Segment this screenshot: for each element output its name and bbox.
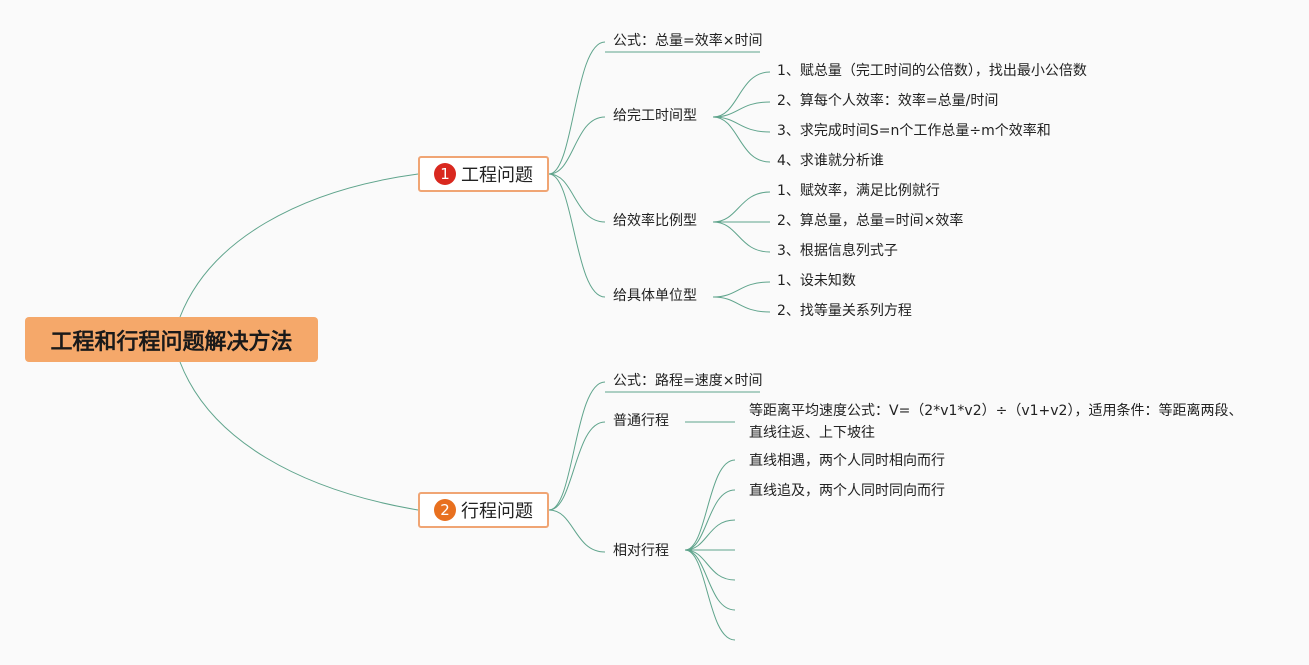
branch-connector <box>548 421 606 511</box>
leaf-connector <box>712 296 771 313</box>
subtopic-given-ratio[interactable]: 给效率比例型 <box>613 213 697 229</box>
branch-connector <box>548 381 606 511</box>
leaf-item[interactable]: 3、根据信息列式子 <box>777 243 898 259</box>
number-badge-icon: 1 <box>434 163 456 185</box>
branch-label: 行程问题 <box>461 501 533 522</box>
leaf-connector <box>684 549 736 611</box>
leaf-connector <box>712 281 771 298</box>
root-topic[interactable]: 工程和行程问题解决方法 <box>25 317 318 362</box>
leaf-item[interactable]: 直线追及，两个人同时同向而行 <box>749 483 945 499</box>
root-connector <box>179 173 419 318</box>
leaf-connector <box>712 116 771 163</box>
branch-label: 工程问题 <box>461 165 533 186</box>
leaf-item[interactable]: 3、求完成时间S=n个工作总量÷m个效率和 <box>777 123 1051 139</box>
leaf-connector <box>712 101 771 118</box>
leaf-connector <box>684 489 736 551</box>
branch-connector <box>548 173 606 298</box>
leaf-connector <box>712 116 771 133</box>
leaf-item[interactable]: 1、设未知数 <box>777 273 856 289</box>
branch-connector <box>548 116 606 175</box>
leaf-connector <box>712 221 771 253</box>
leaf-item[interactable]: 2、算每个人效率：效率=总量/时间 <box>777 93 999 109</box>
leaf-connector <box>712 191 771 223</box>
leaf-connector <box>684 549 736 581</box>
subtopic-given-unit[interactable]: 给具体单位型 <box>613 288 697 304</box>
number-badge-icon: 2 <box>434 499 456 521</box>
subtopic-relative-travel[interactable]: 相对行程 <box>613 543 669 559</box>
subtopic-given-time[interactable]: 给完工时间型 <box>613 108 697 124</box>
leaf-item[interactable]: 2、算总量，总量=时间×效率 <box>777 213 964 229</box>
branch-engineering[interactable]: 1 工程问题 <box>418 156 549 192</box>
leaf-item[interactable]: 4、求谁就分析谁 <box>777 153 884 169</box>
subtopic-normal-travel[interactable]: 普通行程 <box>613 413 669 429</box>
branch-connector <box>548 509 606 553</box>
leaf-connector <box>684 549 736 641</box>
branch-connector <box>548 173 606 223</box>
leaf-item[interactable]: 直线相遇，两个人同时相向而行 <box>749 453 945 469</box>
leaf-item[interactable]: 1、赋效率，满足比例就行 <box>777 183 940 199</box>
subtopic-formula[interactable]: 公式：总量=效率×时间 <box>613 33 763 49</box>
branch-travel[interactable]: 2 行程问题 <box>418 492 549 528</box>
leaf-connector <box>712 71 771 118</box>
root-topic-label: 工程和行程问题解决方法 <box>50 329 293 355</box>
leaf-item[interactable]: 2、找等量关系列方程 <box>777 303 912 319</box>
branch-connector <box>548 41 606 175</box>
root-connector <box>179 361 419 511</box>
subtopic-formula[interactable]: 公式：路程=速度×时间 <box>613 373 763 389</box>
leaf-connector <box>684 459 736 551</box>
leaf-item[interactable]: 等距离平均速度公式：V=（2*v1*v2）÷（v1+v2），适用条件：等距离两段… <box>749 403 1243 441</box>
leaf-item[interactable]: 1、赋总量（完工时间的公倍数），找出最小公倍数 <box>777 63 1087 79</box>
leaf-connector <box>684 519 736 551</box>
